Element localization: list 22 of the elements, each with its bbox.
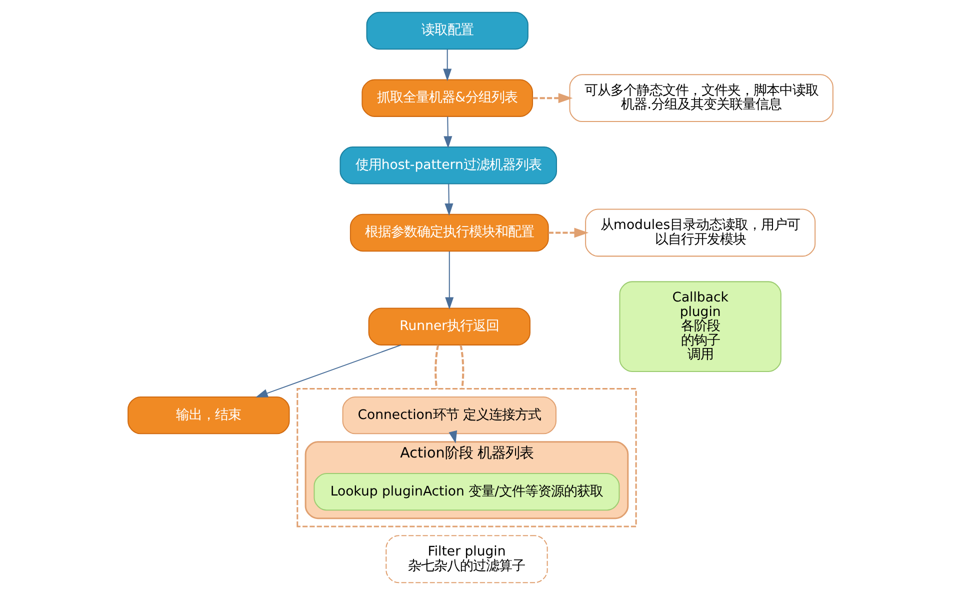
node-box: Lookup pluginAction 变量/文件等资源的获取 xyxy=(314,472,620,511)
connector xyxy=(460,344,464,389)
node-box: Runner执行返回 xyxy=(368,308,530,346)
arrow xyxy=(444,116,452,148)
arrow xyxy=(444,184,454,216)
arrow xyxy=(256,344,402,398)
node-box: 可从多个静态文件，文件夹，脚本中读取机器.分组及其变关联量信息 xyxy=(569,74,834,122)
connector xyxy=(434,344,440,389)
arrow xyxy=(443,49,452,82)
node-box: 读取配置 xyxy=(366,12,528,50)
node-box: 根据参数确定执行模块和配置 xyxy=(350,214,549,252)
node-box: 抓取全量机器&分组列表 xyxy=(362,79,534,117)
node-box: Callback plugin 各阶段的钩子调用 xyxy=(619,281,782,372)
arrow xyxy=(532,93,573,104)
node-box: 输出，结束 xyxy=(128,396,290,434)
node-box: 从modules目录动态读取，用户可以自行开发模块 xyxy=(585,208,816,257)
arrow xyxy=(445,251,454,310)
arrow xyxy=(548,228,589,238)
node-box: Filter plugin 杂七杂八的过滤算子 xyxy=(386,535,548,584)
arrow xyxy=(448,430,458,444)
cluster xyxy=(296,388,637,528)
node-box: 使用host-pattern过滤机器列表 xyxy=(340,146,557,184)
